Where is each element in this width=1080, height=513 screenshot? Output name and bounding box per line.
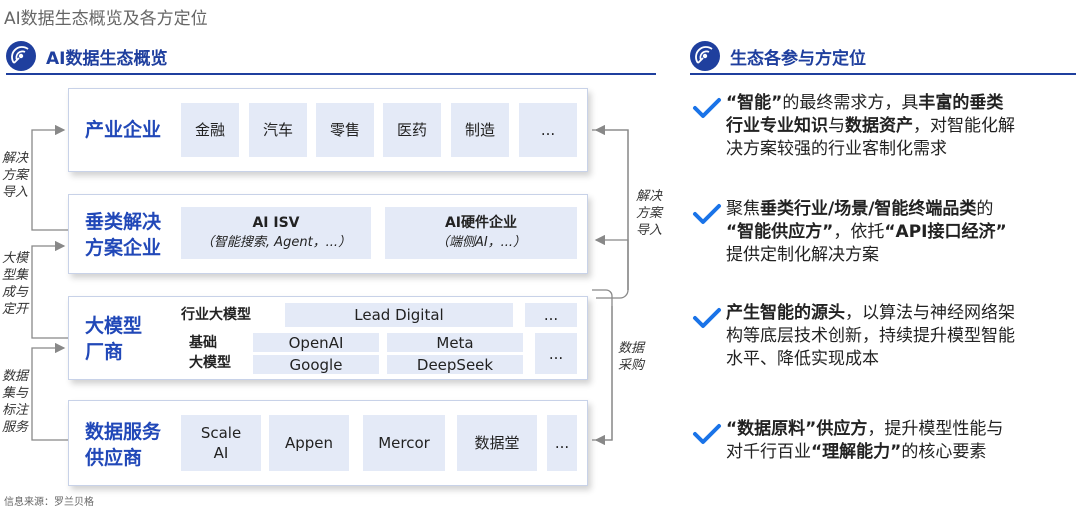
tile-lead-digital: Lead Digital [285, 303, 513, 327]
body-text: ，以算法与神经网络架 [845, 303, 1015, 323]
position-industry-text: “智能”的最终需求方，具丰富的垂类 行业专业知识与数据资产，对智能化解 决方案较… [726, 92, 1015, 161]
tile-meta: Meta [387, 333, 523, 352]
left-section-title: AI数据生态概览 [46, 48, 168, 69]
body-text: 构等底层技术创新，持续提升模型智能 [726, 326, 1015, 346]
tile-industry-model-more: ... [525, 303, 577, 327]
layer-industry: 产业企业 金融 汽车 零售 医药 制造 ... [68, 88, 588, 172]
body-text: 水平、降低实现成本 [726, 349, 879, 369]
left-label-solution-import: 解决 方案 导入 [2, 151, 29, 200]
left-label-model-integration: 大模 型集 成与 定开 [2, 251, 29, 317]
tile-base-model-more: ... [535, 333, 577, 374]
arrow-right-data-loop [592, 289, 613, 441]
layer-model: 大模型 厂商 行业大模型 Lead Digital ... 基础 大模型 Ope… [68, 296, 588, 380]
right-section-header: 生态各参与方定位 [690, 40, 866, 72]
tile-finance: 金融 [181, 103, 239, 157]
highlight-text: 产生智能的源头 [726, 303, 845, 323]
body-text: 与 [828, 116, 845, 136]
signal-icon [690, 41, 720, 71]
body-text: 提供定制化解决方案 [726, 245, 879, 265]
right-label-data-purchase: 数据 采购 [618, 341, 645, 373]
right-section-rule [690, 73, 1076, 75]
tile-industry-more: ... [519, 103, 577, 157]
tile-scale-ai: Scale AI [181, 415, 261, 471]
row-base-model-label: 基础 大模型 [189, 335, 231, 371]
position-vertical: 聚焦垂类行业/场景/智能终端品类的 “智能供应方”，依托“API接口经济” 提供… [692, 198, 1072, 274]
layer-industry-title: 产业企业 [85, 119, 162, 141]
row-industry-model-label: 行业大模型 [181, 307, 251, 323]
highlight-text: 数据资产 [845, 116, 913, 136]
body-text: ，对智能化解 [913, 116, 1015, 136]
arrow-right-solution-line [592, 129, 629, 299]
body-text: 对千行百业 [726, 442, 811, 462]
tile-pharma: 医药 [383, 103, 441, 157]
arrow-left-data [31, 342, 68, 441]
body-text: 聚焦 [726, 199, 760, 219]
body-text: 的核心要素 [901, 442, 987, 462]
position-vertical-text: 聚焦垂类行业/场景/智能终端品类的 “智能供应方”，依托“API接口经济” 提供… [726, 198, 1007, 267]
arrow-left-model [31, 240, 68, 339]
tile-google: Google [253, 355, 379, 374]
highlight-text: “API接口经济” [884, 222, 1007, 242]
position-industry: “智能”的最终需求方，具丰富的垂类 行业专业知识与数据资产，对智能化解 决方案较… [692, 92, 1072, 172]
position-model: 产生智能的源头，以算法与神经网络架 构等底层技术创新，持续提升模型智能 水平、降… [692, 302, 1072, 378]
checkmark-icon [693, 424, 721, 444]
signal-icon [6, 41, 36, 71]
body-text: 的 [976, 199, 994, 219]
checkmark-icon [693, 308, 721, 328]
tile-retail: 零售 [316, 103, 374, 157]
tile-data-more: ... [547, 415, 577, 471]
layer-data-title: 数据服务 供应商 [85, 421, 162, 469]
body-text: 决方案较强的行业客制化需求 [726, 139, 947, 159]
checkmark-icon [693, 98, 721, 118]
tile-auto: 汽车 [249, 103, 307, 157]
arrow-left-solution [31, 124, 68, 231]
tile-mercor: Mercor [363, 415, 445, 471]
left-section-rule [6, 73, 656, 75]
tile-deepseek: DeepSeek [387, 355, 523, 374]
arrow-right-solution-import-2 [594, 234, 629, 290]
arrow-right-solution-import [594, 124, 629, 290]
highlight-text: 垂类行业/场景/智能终端品类 [760, 199, 977, 219]
body-text: 的最终需求方，具 [782, 93, 919, 113]
highlight-text: 行业专业知识 [726, 116, 828, 136]
tile-ai-isv: AI ISV （智能搜索, Agent，...） [181, 207, 371, 259]
tile-manufacturing: 制造 [451, 103, 509, 157]
position-model-text: 产生智能的源头，以算法与神经网络架 构等底层技术创新，持续提升模型智能 水平、降… [726, 302, 1015, 371]
highlight-text: “理解能力” [811, 442, 902, 462]
arrow-right-data-purchase [594, 306, 613, 446]
right-section-title: 生态各参与方定位 [730, 48, 866, 69]
layer-model-title: 大模型 厂商 [85, 315, 143, 363]
highlight-text: “智能” [726, 93, 783, 113]
tile-datatang: 数据堂 [457, 415, 537, 471]
highlight-text: “智能供应方” [726, 222, 834, 242]
body-text: ，依托 [833, 222, 885, 242]
layer-data: 数据服务 供应商 Scale AI Appen Mercor 数据堂 ... [68, 400, 588, 486]
left-label-data-labeling: 数据 集与 标注 服务 [2, 369, 29, 435]
source-note: 信息来源：罗兰贝格 [4, 497, 94, 508]
right-label-solution-import: 解决 方案 导入 [636, 189, 663, 238]
layer-vertical-title: 垂类解决 方案企业 [85, 211, 162, 259]
body-text: ，提升模型性能与 [867, 419, 1004, 439]
left-section-header: AI数据生态概览 [6, 40, 167, 72]
page-title: AI数据生态概览及各方定位 [4, 9, 208, 29]
checkmark-icon [693, 204, 721, 224]
highlight-text: 丰富的垂类 [918, 93, 1004, 113]
position-data-text: “数据原料”供应方，提升模型性能与 对千行百业“理解能力”的核心要素 [726, 418, 1003, 464]
tile-appen: Appen [269, 415, 349, 471]
highlight-text: “数据原料”供应方 [726, 419, 868, 439]
tile-ai-hardware: AI硬件企业 （端侧AI，...） [385, 207, 577, 259]
position-data: “数据原料”供应方，提升模型性能与 对千行百业“理解能力”的核心要素 [692, 418, 1072, 470]
tile-openai: OpenAI [253, 333, 379, 352]
layer-vertical: 垂类解决 方案企业 AI ISV （智能搜索, Agent，...） AI硬件企… [68, 194, 588, 274]
